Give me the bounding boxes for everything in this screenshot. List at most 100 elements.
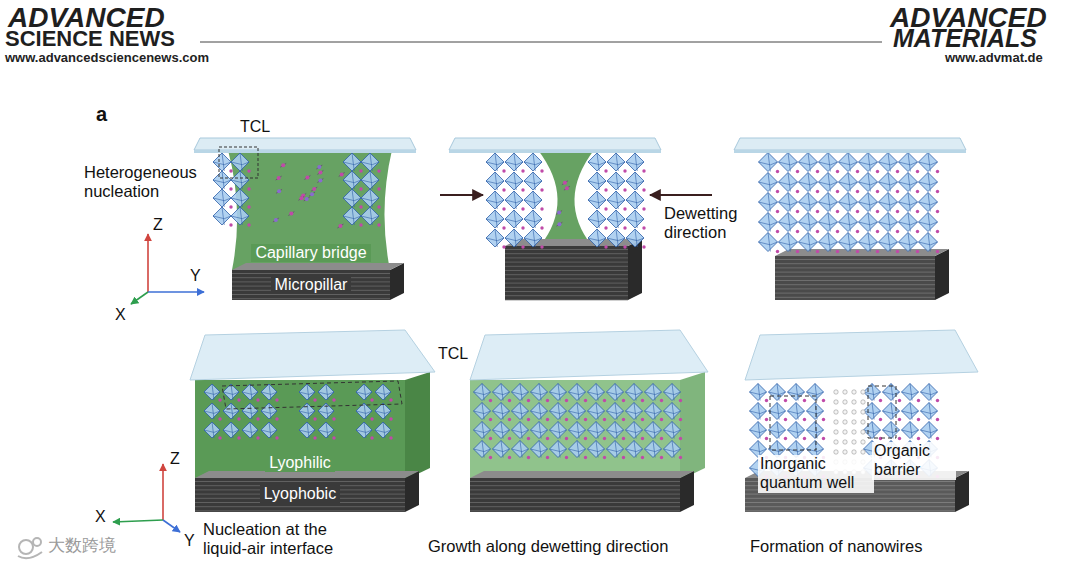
axis-z [162,464,164,520]
molecule-atom [310,192,314,196]
octahedron-edge [223,411,239,413]
octahedron-face [607,441,624,458]
octahedron-edge [370,171,372,189]
octahedron-face [788,384,805,401]
cation-dot [527,418,530,421]
octahedron-face [361,189,379,207]
octahedron-edge [524,181,542,184]
octahedron-edge [626,200,644,203]
octahedron-face [799,173,818,192]
octahedron-edge [222,171,224,189]
octahedron [645,384,664,403]
cation-dot [521,169,524,172]
octahedron-edge [750,449,767,452]
direction-label: Dewetting direction [664,204,756,243]
cation-dot [604,226,607,229]
octahedron-edge [531,430,548,433]
octahedron [664,403,683,422]
crystal-cluster [486,153,544,249]
octahedron [921,384,940,403]
capillary-bridge [228,150,392,270]
cation-dot [584,456,587,459]
cation-dot [916,250,919,253]
octahedron [375,384,393,402]
precursor-molecules [556,181,570,226]
molecule-atom [281,163,285,167]
octahedron [779,193,800,214]
molecule-atom [312,187,316,191]
cation-dot [796,230,799,233]
octahedron [645,422,664,441]
octahedron [213,153,233,173]
octahedron-edge [807,430,824,433]
octahedron-edge [213,198,231,201]
cation-dot [836,230,839,233]
octahedron-face [883,422,900,439]
molecule-bond [309,192,315,196]
octahedron-edge [769,411,786,414]
octahedron-face [759,173,778,192]
octahedron-edge [607,162,625,165]
region-label: Micropillar [269,276,354,295]
octahedron-edge [928,213,930,232]
octahedron-face [505,229,523,247]
octahedron-edge [495,172,497,190]
molecule-bond [311,187,317,191]
octahedron [569,384,588,403]
cation-dot [508,456,511,459]
cation-dot [765,399,768,402]
octahedron-edge [352,171,354,189]
octahedron-edge [777,384,779,401]
octahedron-edge [796,384,798,401]
octahedron [779,213,800,234]
octahedron [883,403,902,422]
cation-dot [359,169,362,172]
cation-dot [796,170,799,173]
octahedron [512,441,531,460]
octahedron [864,384,883,403]
micropillar-stack [505,239,642,300]
cation-dot [642,207,645,210]
octahedron-edge [588,162,606,165]
cation-dot [822,399,825,402]
organic-molecule [852,430,856,434]
cation-dot [377,223,380,226]
octahedron-face [899,173,918,192]
octahedron-edge [864,392,881,395]
octahedron [550,384,569,403]
cation-dot [256,436,259,439]
octahedron-edge [375,430,391,432]
cation-dot [816,250,819,253]
octahedron [588,422,607,441]
cation-dot [247,205,250,208]
octahedron-edge [533,210,535,228]
octahedron-face [242,403,258,419]
octahedron-face [919,173,938,192]
octahedron-edge [645,430,662,433]
cation-dot [229,187,232,190]
octahedron-edge [859,222,878,225]
octahedron-edge [616,210,618,228]
cation-dot [604,245,607,248]
cation-dot [389,417,392,420]
octahedron-face [343,171,361,189]
octahedron-edge [356,411,372,413]
stack-side [955,471,969,512]
axis-label: Y [184,532,195,551]
molecule-atom [305,197,309,201]
octahedron-edge [512,392,529,395]
octahedron-face [626,441,643,458]
cation-dot [876,190,879,193]
stack-layer [470,498,680,499]
octahedron-edge [514,172,516,190]
octahedron-edge [495,229,497,247]
octahedron-face [779,153,798,172]
octahedron-face [550,403,567,420]
octahedron-edge [899,182,918,185]
cation-dot [604,188,607,191]
octahedron-edge [635,229,637,247]
organic-molecule [834,390,838,394]
octahedron-face [779,233,798,252]
octahedron-edge [799,182,818,185]
octahedron-face [486,229,504,247]
